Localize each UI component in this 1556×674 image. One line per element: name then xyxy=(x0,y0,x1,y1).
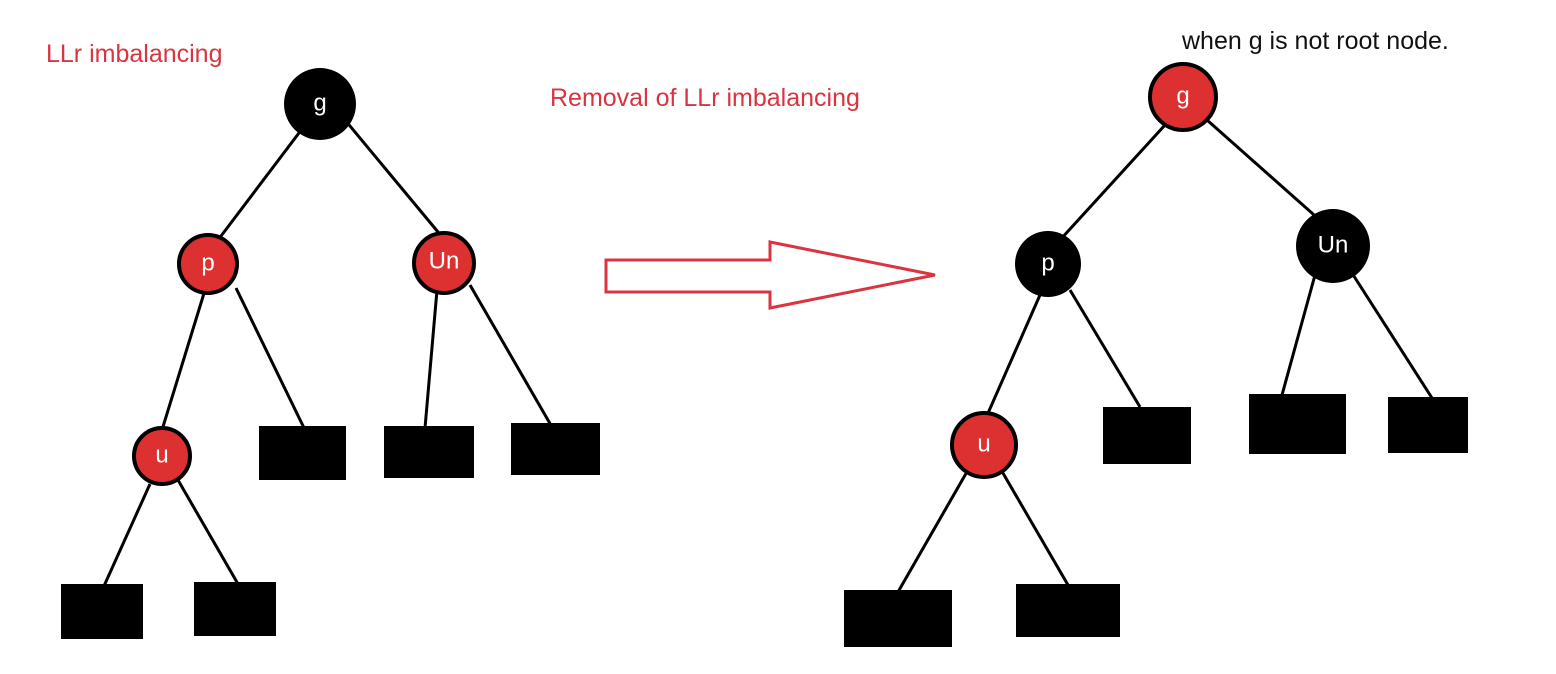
node-p-before: p xyxy=(177,233,239,295)
edge-u-leaf-right xyxy=(176,479,240,585)
node-un-after-label: Un xyxy=(1318,232,1349,259)
leaf-p-right-before xyxy=(259,426,346,480)
node-p-after-label: p xyxy=(1041,250,1054,277)
edge-g-p-after xyxy=(1058,123,1167,242)
edge-g-un-after xyxy=(1206,118,1323,224)
edge-u-leaf-left-after xyxy=(896,469,970,593)
node-u-before-label: u xyxy=(155,442,168,469)
node-g-after-label: g xyxy=(1176,83,1189,110)
leaf-un-right-before xyxy=(511,423,600,475)
node-u-before: u xyxy=(132,426,192,486)
edge-u-leaf-right-after xyxy=(998,467,1070,586)
edge-u-leaf-left xyxy=(102,483,152,587)
leaf-u-left-before xyxy=(61,584,143,639)
leaf-un-left-after xyxy=(1249,394,1346,454)
leaf-un-left-before xyxy=(384,426,474,478)
edge-p-u xyxy=(160,289,207,431)
leaf-un-right-after xyxy=(1388,397,1468,453)
middle-title: Removal of LLr imbalancing xyxy=(550,84,860,112)
edge-g-un xyxy=(343,119,445,239)
node-g-before: g xyxy=(284,68,356,140)
edge-p-leaf-after xyxy=(1068,289,1142,408)
edge-p-u-after xyxy=(983,294,1042,421)
leaf-u-right-after xyxy=(1016,584,1120,637)
left-title: LLr imbalancing xyxy=(46,40,223,68)
edge-p-leaf xyxy=(234,287,307,431)
node-u-after-label: u xyxy=(977,431,990,458)
transform-arrow xyxy=(604,240,936,310)
node-u-after: u xyxy=(950,411,1018,479)
node-g-before-label: g xyxy=(313,90,326,117)
node-un-before-label: Un xyxy=(429,248,460,275)
after-tree: g p Un u xyxy=(844,62,1468,647)
edge-un-leaf-right-after xyxy=(1348,269,1434,399)
before-tree: g p Un u xyxy=(61,68,600,639)
node-un-before: Un xyxy=(412,231,476,295)
right-title: when g is not root node. xyxy=(1181,27,1449,55)
edge-un-leaf-left-after xyxy=(1280,274,1317,396)
edge-un-leaf-right xyxy=(468,284,554,428)
leaf-u-right-before xyxy=(194,582,276,636)
edge-un-leaf-left xyxy=(423,289,439,429)
leaf-u-left-after xyxy=(844,590,952,647)
node-un-after: Un xyxy=(1296,209,1370,283)
node-g-after: g xyxy=(1148,62,1218,132)
edge-g-p xyxy=(216,124,307,241)
leaf-p-right-after xyxy=(1103,407,1191,464)
node-p-before-label: p xyxy=(201,250,214,277)
node-p-after: p xyxy=(1015,231,1081,297)
